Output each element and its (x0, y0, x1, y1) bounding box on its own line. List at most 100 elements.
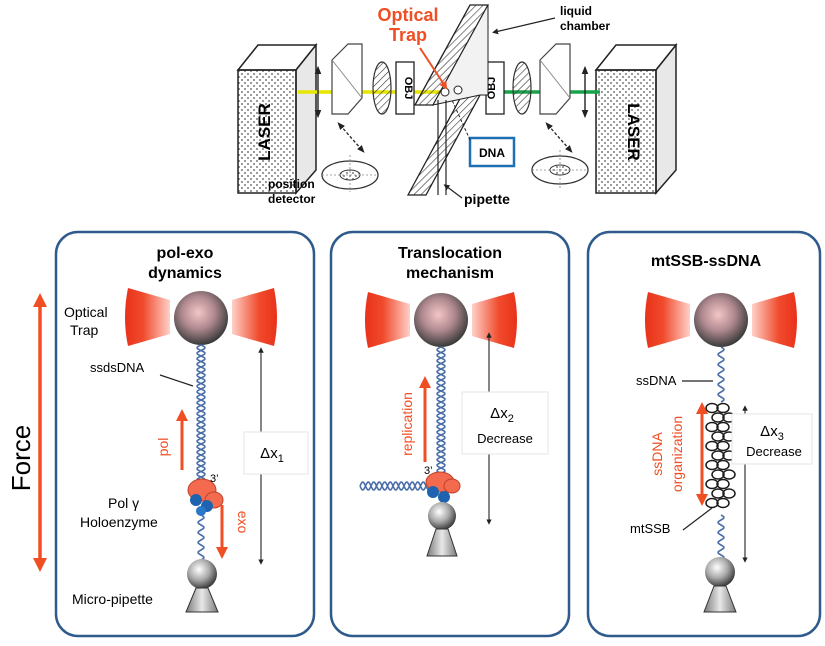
panel2-delta-sub: 2 (508, 413, 514, 425)
panel2-delta-label: Δx2 (490, 405, 514, 425)
panel1-enzyme-label-line1: Pol γ (108, 495, 139, 511)
panel-translocation: Translocation mechanism replication 3’ Δ… (329, 230, 571, 638)
panel1-pipette-bead (187, 559, 217, 589)
panel2-title-line2: mechanism (406, 265, 494, 282)
panel3-ssdna-label: ssDNA (636, 373, 677, 388)
mtssb-ring (711, 412, 725, 423)
optical-setup-diagram: LASER LASER OBJ (236, 4, 678, 207)
panel1-delta-label: Δx1 (260, 445, 284, 465)
panel1-enzyme-label-line2: Holoenzyme (80, 514, 158, 530)
panel1-title-line2: dynamics (148, 265, 222, 282)
laser-left: LASER (236, 42, 318, 196)
panel1-optical-trap-line1: Optical (64, 304, 108, 320)
panel3-organization-line1: ssDNA (649, 432, 665, 476)
mtssb-ring (716, 421, 730, 433)
mtssb-ring (722, 488, 736, 499)
liquid-chamber-label-line1: liquid (560, 4, 592, 18)
panel1-delta-base: Δx (260, 445, 278, 462)
panel3-mtssb-pointer (682, 507, 713, 531)
panel-pol-exo: pol-exo dynamics Optical Trap ssdsDNA po… (54, 230, 316, 638)
force-indicator: Force (6, 293, 47, 572)
panel3-title: mtSSB-ssDNA (651, 253, 762, 270)
panel3-organization-line2: organization (669, 416, 685, 492)
panel1-trapped-bead (174, 291, 228, 345)
position-detector-label-line2: detector (268, 192, 316, 206)
panel2-micropipette (426, 528, 458, 557)
panel1-title-line1: pol-exo (157, 245, 214, 262)
panel3-ssdna-bottom (717, 514, 725, 558)
liquid-chamber (406, 4, 490, 196)
panel2-laser-right (472, 292, 517, 348)
mtssb-ring (722, 469, 736, 480)
panel2-enzyme (425, 471, 461, 503)
panel3-pipette-bead (705, 557, 735, 587)
position-detector (321, 155, 379, 192)
panel3-delta-box (731, 413, 813, 465)
panel3-mtssb-label: mtSSB (630, 521, 670, 536)
panel1-three-prime: 3’ (210, 473, 219, 485)
right-optics: OBJ (485, 43, 589, 188)
panel3-laser-right (752, 292, 797, 348)
panel3-trapped-bead (694, 293, 748, 347)
dna-pointer (451, 99, 471, 141)
panel3-delta-base: Δx (760, 423, 778, 440)
mtssb-ring (711, 450, 725, 461)
panel1-micropipette (185, 587, 219, 613)
optical-trap-title-line1: Optical (377, 5, 438, 25)
panel1-micropipette-label: Micro-pipette (72, 591, 153, 607)
panel1-laser-right (232, 288, 277, 346)
panel3-delta-label: Δx3 (760, 423, 784, 443)
panel3-ssdna-top (717, 346, 725, 403)
panel1-delta-sub: 1 (278, 453, 284, 465)
optical-trap-pointer (419, 47, 448, 90)
liquid-chamber-label-line2: chamber (560, 19, 610, 33)
dna-box (468, 136, 516, 168)
mtssb-ring (716, 497, 730, 509)
panel-mtssb: mtSSB-ssDNA ssDNA ssDNA organization mtS… (586, 230, 822, 638)
panel1-dna-tether (196, 344, 206, 561)
left-optics: OBJ (314, 43, 415, 192)
panel2-three-prime: 3’ (424, 465, 433, 477)
panel1-exo-label: exo (235, 511, 251, 534)
panel1-ssdsdna-pointer (159, 374, 194, 387)
pipette-label: pipette (464, 191, 510, 207)
panel2-trapped-bead (414, 293, 468, 347)
panel3-delta-note: Decrease (746, 444, 802, 459)
mtssb-ring (716, 478, 730, 490)
panel1-delta-box (243, 431, 309, 475)
panel3-delta-sub: 3 (778, 431, 784, 443)
objective-left-label: OBJ (402, 77, 414, 100)
liquid-chamber-pointer (492, 17, 556, 35)
mtssb-ring (716, 459, 730, 471)
panel2-dna-template (359, 481, 429, 491)
force-label: Force (6, 425, 36, 491)
pipette-pointer (443, 184, 463, 199)
panel1-optical-trap-line2: Trap (70, 322, 98, 338)
panel2-delta-base: Δx (490, 405, 508, 422)
optical-trap-title-line2: Trap (389, 25, 427, 45)
panel2-laser-left (365, 292, 410, 348)
setup-pipette (437, 85, 463, 195)
panel1-ssdsdna-label: ssdsDNA (90, 360, 145, 375)
laser-left-label: LASER (255, 103, 274, 161)
panel3-micropipette (703, 585, 737, 613)
panel2-dna-tether (436, 346, 446, 475)
panel2-delta-note: Decrease (477, 431, 533, 446)
panel2-pipette-bead (428, 502, 456, 530)
panel1-pol-label: pol (155, 438, 171, 457)
objective-right-label: OBJ (486, 77, 498, 100)
laser-right: LASER (594, 42, 678, 196)
panel3-laser-left (645, 292, 690, 348)
panel2-replication-label: replication (399, 392, 415, 456)
panel2-title-line1: Translocation (398, 245, 502, 262)
laser-right-label: LASER (624, 103, 643, 161)
position-detector-label-line1: position (268, 177, 315, 191)
dna-label: DNA (479, 146, 505, 160)
panel1-laser-left (125, 288, 170, 346)
mtssb-ring (711, 469, 725, 480)
panel1-enzyme (187, 478, 224, 516)
mtssb-ring (716, 440, 730, 452)
panel2-delta-box (461, 391, 549, 455)
mtssb-ring (711, 431, 725, 442)
